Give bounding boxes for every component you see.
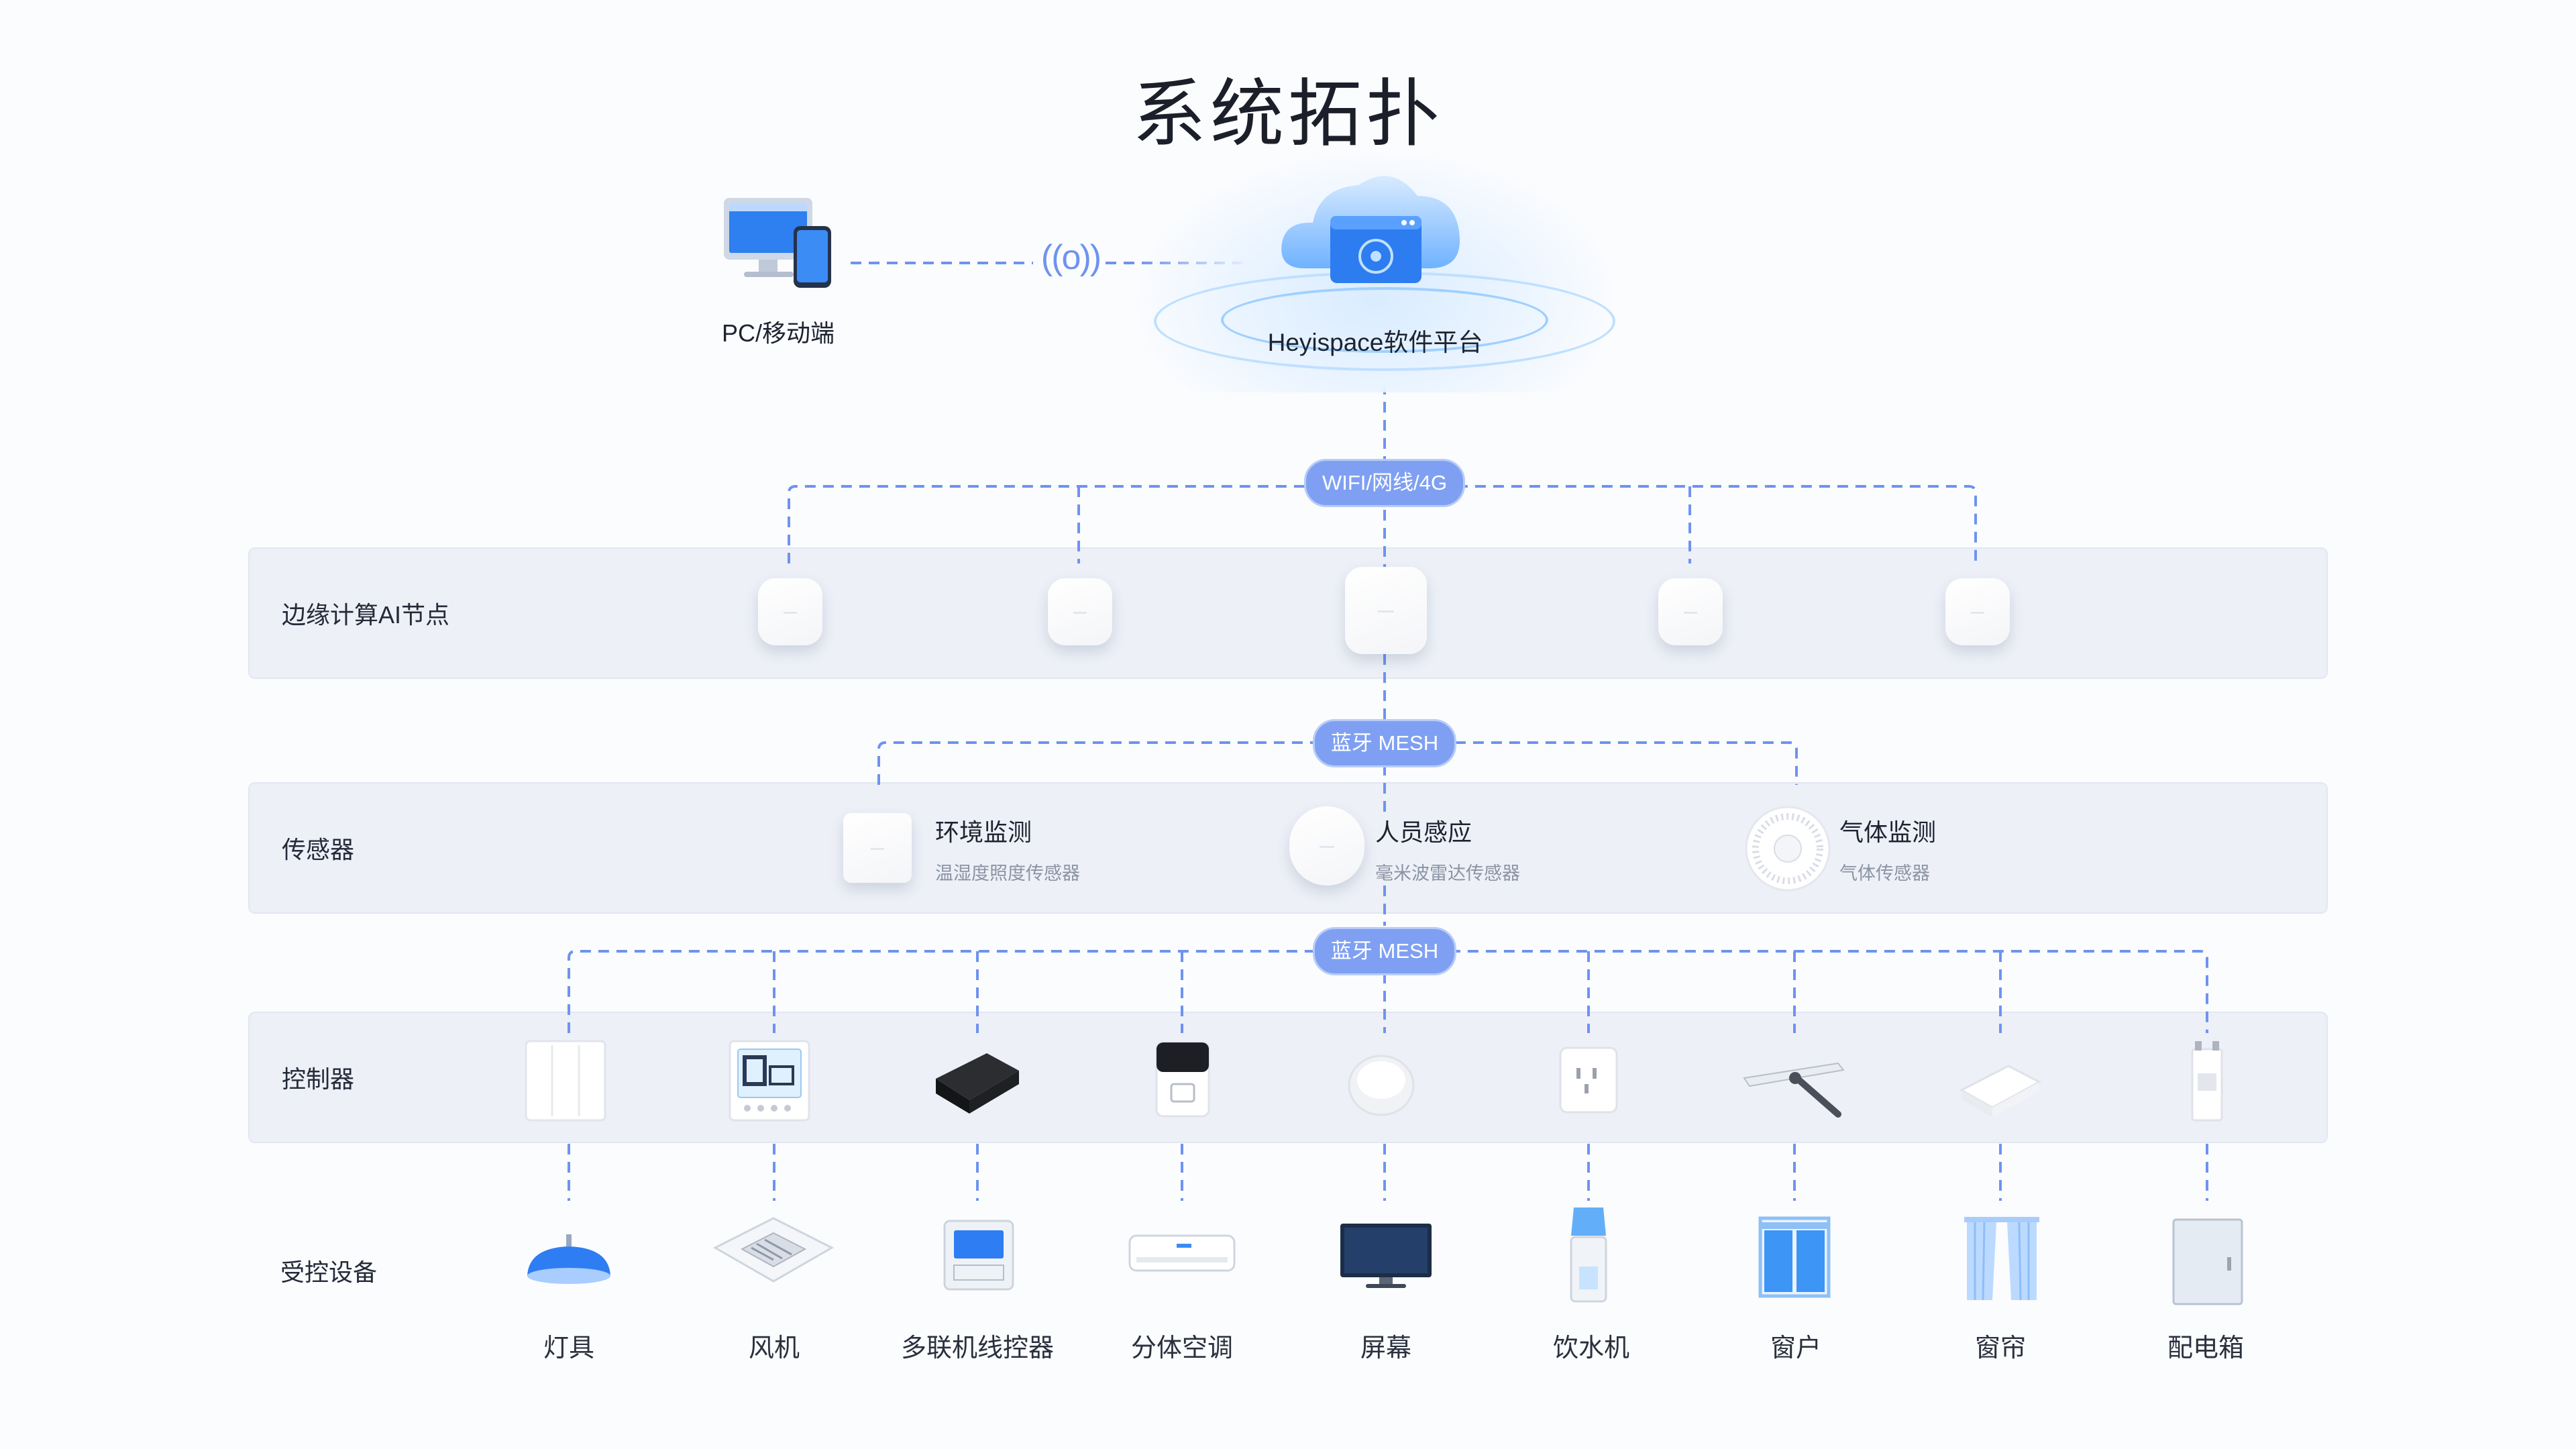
gas-sensor-icon — [1745, 806, 1831, 892]
pc-mobile-icon — [724, 198, 831, 288]
smart-socket-controller-icon — [1559, 1046, 1618, 1114]
vrf-controller-icon — [943, 1220, 1014, 1291]
sensor-subtitle: 气体传感器 — [1839, 863, 1930, 883]
lamp-icon — [527, 1234, 610, 1284]
edge-ai-node — [1658, 578, 1723, 645]
mesh-link-label-2: 蓝牙 MESH — [1312, 927, 1457, 975]
sensor-title: 气体监测 — [1839, 818, 1937, 846]
device-label: 窗帘 — [1974, 1334, 2026, 1362]
distribution-box-icon — [2172, 1218, 2243, 1305]
edge-ai-node — [1945, 578, 2010, 645]
page-title: 系统拓扑 — [1132, 73, 1444, 156]
radar-sensor-icon — [1289, 806, 1364, 885]
ac-companion-controller-icon — [1155, 1041, 1210, 1118]
sensor-subtitle: 毫米波雷达传感器 — [1375, 863, 1520, 883]
edge-ai-node — [758, 578, 822, 645]
device-label: 多联机线控器 — [900, 1334, 1054, 1362]
controllers-layer-label: 控制器 — [282, 1065, 355, 1093]
monitor-icon — [1340, 1224, 1432, 1288]
edge-ai-node-main — [1345, 567, 1427, 654]
sensor-title: 人员感应 — [1375, 818, 1472, 846]
edge-ai-layer-label: 边缘计算AI节点 — [282, 601, 450, 629]
device-label: 屏幕 — [1360, 1334, 1411, 1362]
pc-mobile-label: PC/移动端 — [721, 319, 835, 347]
fan-coil-icon — [712, 1217, 835, 1283]
thermostat-controller-icon — [729, 1040, 810, 1122]
controlled-devices-label: 受控设备 — [280, 1258, 378, 1286]
sensor-subtitle: 温湿度照度传感器 — [935, 863, 1080, 883]
device-label: 风机 — [748, 1334, 800, 1362]
network-link-label: WIFI/网线/4G — [1304, 459, 1465, 507]
edge-ai-node — [1048, 578, 1112, 645]
device-label: 灯具 — [543, 1334, 594, 1362]
gateway-box-controller-icon — [936, 1053, 1019, 1114]
curtain-icon — [1964, 1217, 2039, 1301]
platform-ring-inner — [1221, 287, 1548, 353]
circuit-breaker-controller-icon — [2191, 1041, 2223, 1122]
water-dispenser-icon — [1570, 1208, 1607, 1303]
environment-sensor-icon — [843, 813, 912, 883]
wireless-signal-icon: ((o)) — [1040, 238, 1102, 277]
sensor-title: 环境监测 — [935, 818, 1032, 846]
window-opener-controller-icon — [1743, 1062, 1845, 1118]
light-switch-controller-icon — [525, 1040, 606, 1122]
sensors-layer-label: 传感器 — [282, 836, 355, 863]
window-icon — [1758, 1216, 1831, 1298]
mesh-link-label-1: 蓝牙 MESH — [1312, 719, 1457, 767]
sensors-layer: 传感器 — [248, 782, 2328, 914]
device-label: 分体空调 — [1130, 1334, 1233, 1362]
cloud-platform-label: Heyispace软件平台 — [1267, 329, 1483, 356]
device-label: 窗户 — [1770, 1334, 1821, 1362]
wireless-switch-controller-icon — [1348, 1055, 1415, 1116]
cloud-platform-icon — [1281, 176, 1460, 283]
device-label: 饮水机 — [1552, 1334, 1629, 1362]
curtain-motor-controller-icon — [1959, 1065, 2042, 1117]
air-conditioner-icon — [1128, 1234, 1236, 1272]
edge-ai-layer: 边缘计算AI节点 — [248, 547, 2328, 679]
device-label: 配电箱 — [2167, 1334, 2244, 1362]
